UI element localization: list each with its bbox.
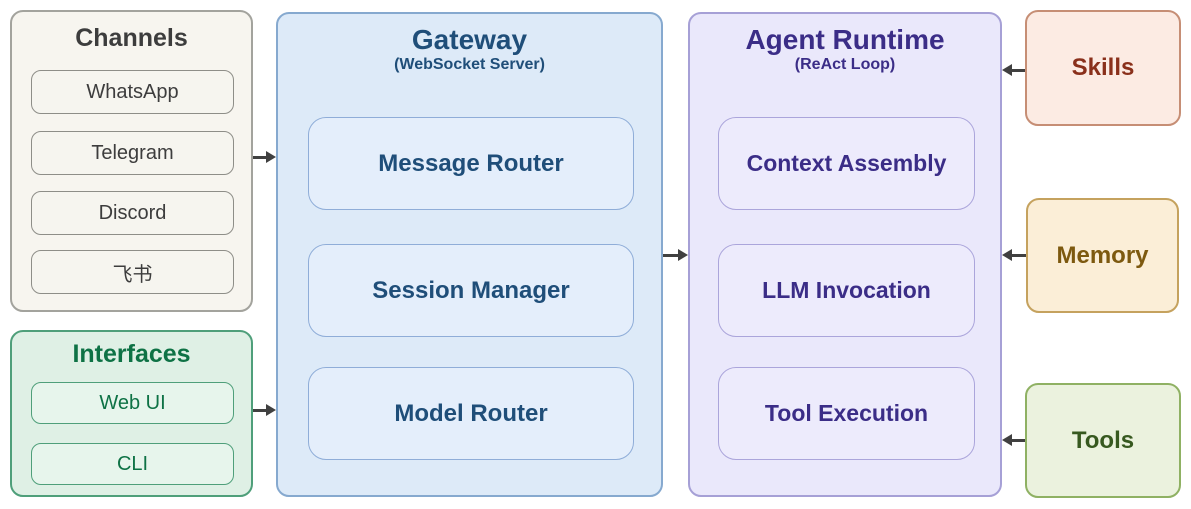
arrow-channels-to-gateway [253, 150, 276, 164]
arrow-gateway-to-agent-runtime [663, 248, 688, 262]
agent-runtime-subtitle: (ReAct Loop) [794, 56, 896, 73]
arrow-line [1012, 438, 1025, 442]
interface-item-cli: CLI [31, 443, 234, 485]
agent-runtime-title: Agent Runtime [745, 24, 945, 55]
arrow-line [1012, 253, 1026, 257]
gateway-group: Gateway (WebSocket Server) Message Route… [276, 12, 663, 497]
arrow-skills-to-agent-runtime [1002, 63, 1025, 77]
channels-title: Channels [75, 24, 188, 52]
arrowhead-right-icon [266, 151, 276, 163]
arrowhead-right-icon [678, 249, 688, 261]
gateway-title: Gateway [411, 24, 528, 55]
channel-item-telegram: Telegram [31, 131, 234, 175]
gateway-item-session-manager: Session Manager [308, 244, 634, 337]
channel-item-feishu: 飞书 [31, 250, 234, 294]
runtime-item-context-assembly: Context Assembly [718, 117, 975, 210]
arrow-line [663, 253, 678, 257]
skills-box: Skills [1025, 10, 1181, 126]
channel-item-discord: Discord [31, 191, 234, 235]
gateway-item-message-router: Message Router [308, 117, 634, 210]
arrowhead-right-icon [266, 404, 276, 416]
tools-box: Tools [1025, 383, 1181, 498]
channel-item-whatsapp: WhatsApp [31, 70, 234, 114]
runtime-item-tool-execution: Tool Execution [718, 367, 975, 460]
memory-box: Memory [1026, 198, 1179, 313]
arrow-interfaces-to-gateway [253, 403, 276, 417]
interfaces-group: Interfaces Web UI CLI [10, 330, 253, 497]
arrow-line [253, 155, 266, 159]
agent-runtime-group: Agent Runtime (ReAct Loop) Context Assem… [688, 12, 1002, 497]
gateway-subtitle: (WebSocket Server) [394, 56, 545, 73]
arrow-line [253, 408, 266, 412]
arrowhead-left-icon [1002, 64, 1012, 76]
arrowhead-left-icon [1002, 434, 1012, 446]
arrowhead-left-icon [1002, 249, 1012, 261]
interface-item-webui: Web UI [31, 382, 234, 424]
runtime-item-llm-invocation: LLM Invocation [718, 244, 975, 337]
arrow-line [1012, 68, 1025, 72]
interfaces-title: Interfaces [72, 340, 191, 368]
channels-group: Channels WhatsApp Telegram Discord 飞书 [10, 10, 253, 312]
arrow-tools-to-agent-runtime [1002, 433, 1025, 447]
gateway-item-model-router: Model Router [308, 367, 634, 460]
arrow-memory-to-agent-runtime [1002, 248, 1026, 262]
